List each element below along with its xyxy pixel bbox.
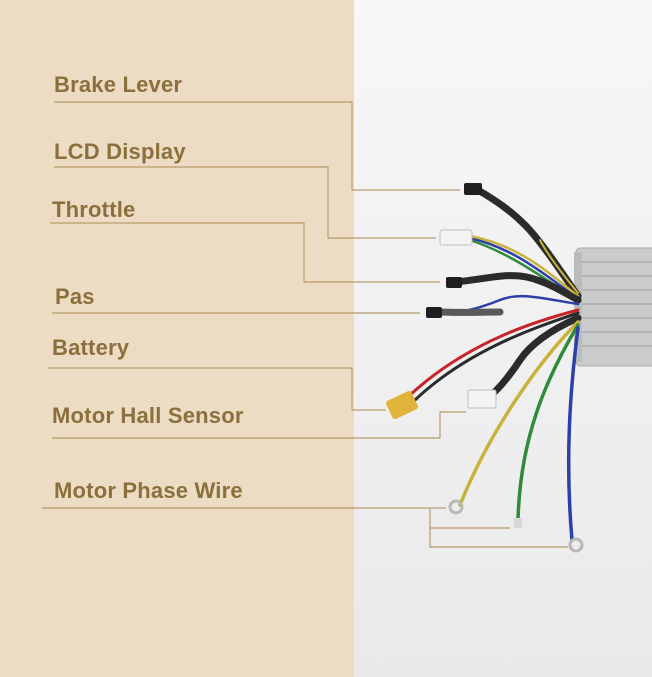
brake-lever-connector	[464, 183, 482, 195]
connectors	[386, 183, 584, 553]
lcd-display-connector	[439, 229, 473, 246]
phase-ring-yellow	[448, 499, 464, 515]
motor-phase-wire-label: Motor Phase Wire	[54, 478, 243, 503]
hall-sensor-wire	[486, 314, 582, 400]
battery-wire-black	[413, 311, 580, 402]
throttle-connector	[446, 277, 462, 288]
hall-sensor-leader	[52, 411, 466, 439]
lcd-display-label: LCD Display	[54, 139, 186, 164]
battery-connector	[386, 391, 418, 419]
throttle-wire	[451, 272, 582, 304]
phase-wire-green	[516, 323, 580, 522]
phase-wire-blue	[566, 326, 580, 542]
pas-connector	[426, 307, 442, 318]
leader-lines	[42, 101, 568, 548]
battery-leader	[48, 367, 386, 411]
controller-box	[574, 247, 652, 367]
throttle-leader	[50, 222, 440, 283]
battery-wire-red	[408, 308, 580, 397]
phase-wire-leader-branch	[429, 508, 568, 548]
brake-lever-leader	[54, 101, 460, 191]
hall-sensor-connector	[467, 389, 497, 409]
motor-hall-sensor-label: Motor Hall Sensor	[52, 403, 244, 428]
label-panel	[0, 0, 354, 677]
brake-lever-label: Brake Lever	[54, 72, 183, 97]
lcd-display-leader	[54, 166, 436, 239]
throttle-label: Throttle	[52, 197, 136, 222]
pas-label: Pas	[55, 284, 95, 309]
wire-bundle	[408, 186, 582, 542]
phase-ring-blue	[568, 537, 584, 553]
phase-terminal-green	[514, 518, 522, 528]
battery-label: Battery	[52, 335, 130, 360]
phase-wire-yellow	[458, 320, 580, 507]
